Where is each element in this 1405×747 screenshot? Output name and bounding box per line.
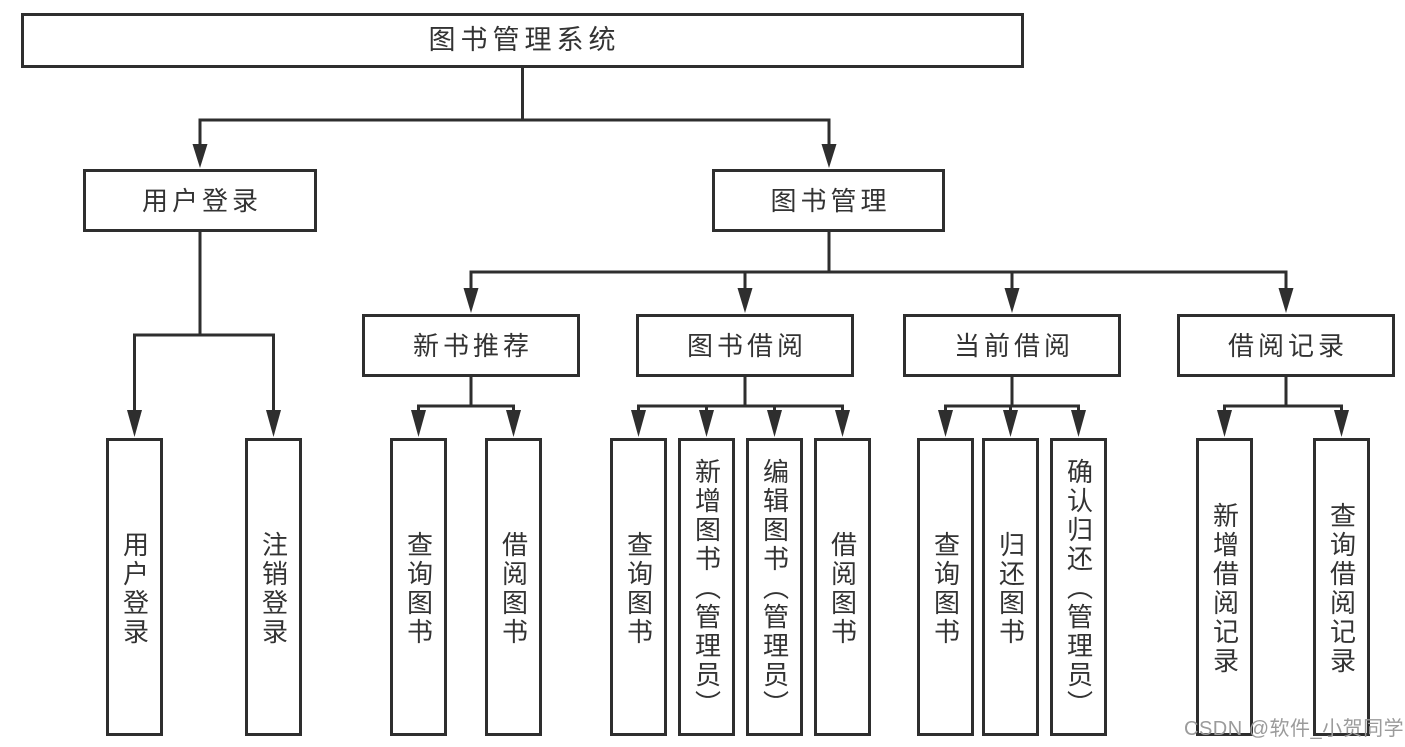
csdn-watermark: CSDN @软件_小贺同学 [1184, 718, 1405, 740]
node-user-login: 用户登录 [83, 169, 317, 232]
node-borrowing-records: 借阅记录 [1177, 314, 1395, 377]
connector-current-to-leaves [938, 376, 1086, 437]
leaf-query-borrow-record: 查询借阅记录 [1313, 438, 1370, 736]
connector-root-to-level1 [192, 68, 837, 168]
node-current-borrowing: 当前借阅 [903, 314, 1121, 377]
node-new-book-recommendation: 新书推荐 [362, 314, 580, 377]
arrowhead-group-2 [737, 288, 753, 313]
leaf-edit-books-admin: 编辑图书（管理员） [746, 438, 803, 736]
arrowhead-user-login [192, 144, 208, 168]
node-book-borrowing: 图书借阅 [636, 314, 854, 377]
connector-records-to-leaves [1217, 376, 1349, 437]
connector-borrow-to-leaves [631, 376, 850, 437]
leaf-user-login: 用户登录 [106, 438, 163, 736]
leaf-add-books-admin: 新增图书（管理员） [678, 438, 735, 736]
arrowhead-group-1 [463, 288, 479, 313]
leaf-borrow-books-recommend: 借阅图书 [485, 438, 542, 736]
connector-newbook-to-leaves [411, 376, 521, 437]
connector-login-to-leaves [127, 232, 281, 437]
leaf-query-books-current: 查询图书 [917, 438, 974, 736]
leaf-logout: 注销登录 [245, 438, 302, 736]
node-library-management-system: 图书管理系统 [21, 13, 1024, 68]
node-book-management: 图书管理 [712, 169, 945, 232]
arrowhead-group-3 [1004, 288, 1020, 313]
leaf-query-books-borrow: 查询图书 [610, 438, 667, 736]
arrowhead-group-4 [1278, 288, 1294, 313]
arrowhead-login-leaf-2 [266, 410, 281, 437]
leaf-query-books-recommend: 查询图书 [390, 438, 447, 736]
arrowhead-book-management [821, 144, 837, 168]
arrowhead-login-leaf-1 [127, 410, 142, 437]
connector-management-to-groups [463, 232, 1294, 313]
leaf-add-borrow-record: 新增借阅记录 [1196, 438, 1253, 736]
leaf-confirm-return-admin: 确认归还（管理员） [1050, 438, 1107, 736]
leaf-borrow-books: 借阅图书 [814, 438, 871, 736]
leaf-return-books: 归还图书 [982, 438, 1039, 736]
